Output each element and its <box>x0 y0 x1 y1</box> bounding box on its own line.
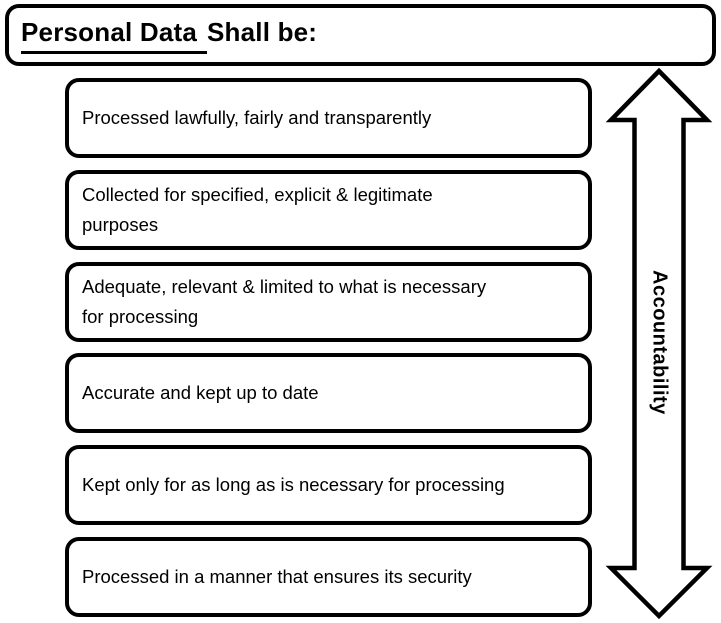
principle-box-accuracy: Accurate and kept up to date <box>65 353 592 434</box>
principle-text: Processed in a manner that ensures its s… <box>82 565 472 587</box>
title-rest-text: Shall be: <box>207 16 318 47</box>
principle-box-lawfulness: Processed lawfully, fairly and transpare… <box>65 78 592 158</box>
principle-text: Collected for specified, explicit & legi… <box>82 183 433 235</box>
principle-text: Processed lawfully, fairly and transpare… <box>82 107 432 128</box>
principles-list: Processed lawfully, fairly and transpare… <box>65 78 592 617</box>
principle-text: Adequate, relevant & limited to what is … <box>82 275 487 327</box>
principle-box-storage-limitation: Kept only for as long as is necessary fo… <box>65 445 592 526</box>
principle-text: Kept only for as long as is necessary fo… <box>82 474 505 496</box>
accountability-arrow: Accountability <box>605 64 713 620</box>
principle-box-purpose-limitation: Collected for specified, explicit & legi… <box>65 169 592 250</box>
principle-box-security: Processed in a manner that ensures its s… <box>65 536 592 617</box>
title-underlined-text: Personal Data <box>21 17 208 54</box>
double-arrow-icon <box>605 67 713 620</box>
principle-box-data-minimisation: Adequate, relevant & limited to what is … <box>65 261 592 342</box>
principle-text: Accurate and kept up to date <box>82 382 319 404</box>
accountability-label: Accountability <box>648 269 671 415</box>
